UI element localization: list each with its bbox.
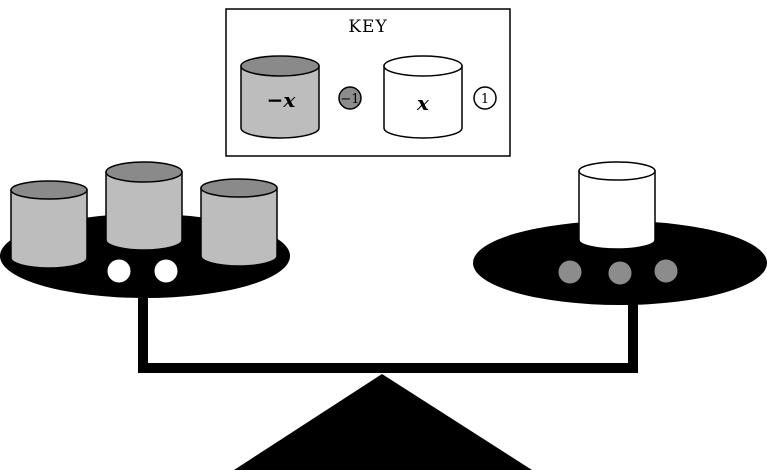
left-negative-x-cylinder-3 [200, 178, 278, 267]
key-panel: KEY −x −1 x 1 [225, 8, 511, 157]
right-positive-x-cylinder [578, 161, 656, 250]
balance-beam [138, 298, 638, 373]
fulcrum [234, 374, 532, 470]
key-positive-x-label: x [416, 91, 430, 115]
key-negative-x-cylinder [240, 55, 320, 139]
key-positive-x-cylinder [383, 55, 463, 139]
key-positive-unit-label: 1 [481, 92, 489, 107]
right-negative-unit-counter-1 [557, 259, 583, 285]
key-title: KEY [348, 17, 387, 37]
left-negative-x-cylinder-1 [10, 180, 88, 269]
key-negative-x-label: −x [267, 88, 297, 112]
left-negative-x-cylinder-2 [105, 161, 183, 251]
left-pan [0, 161, 290, 298]
right-negative-unit-counter-3 [653, 258, 679, 284]
right-negative-unit-counter-2 [607, 260, 633, 286]
key-negative-unit-label: −1 [340, 92, 359, 107]
right-pan [473, 161, 767, 305]
left-positive-unit-counter-1 [106, 258, 132, 284]
key-negative-unit-counter [338, 86, 362, 110]
left-positive-unit-counter-2 [153, 258, 179, 284]
key-positive-unit-counter [473, 86, 497, 110]
balance-frame [138, 298, 638, 470]
